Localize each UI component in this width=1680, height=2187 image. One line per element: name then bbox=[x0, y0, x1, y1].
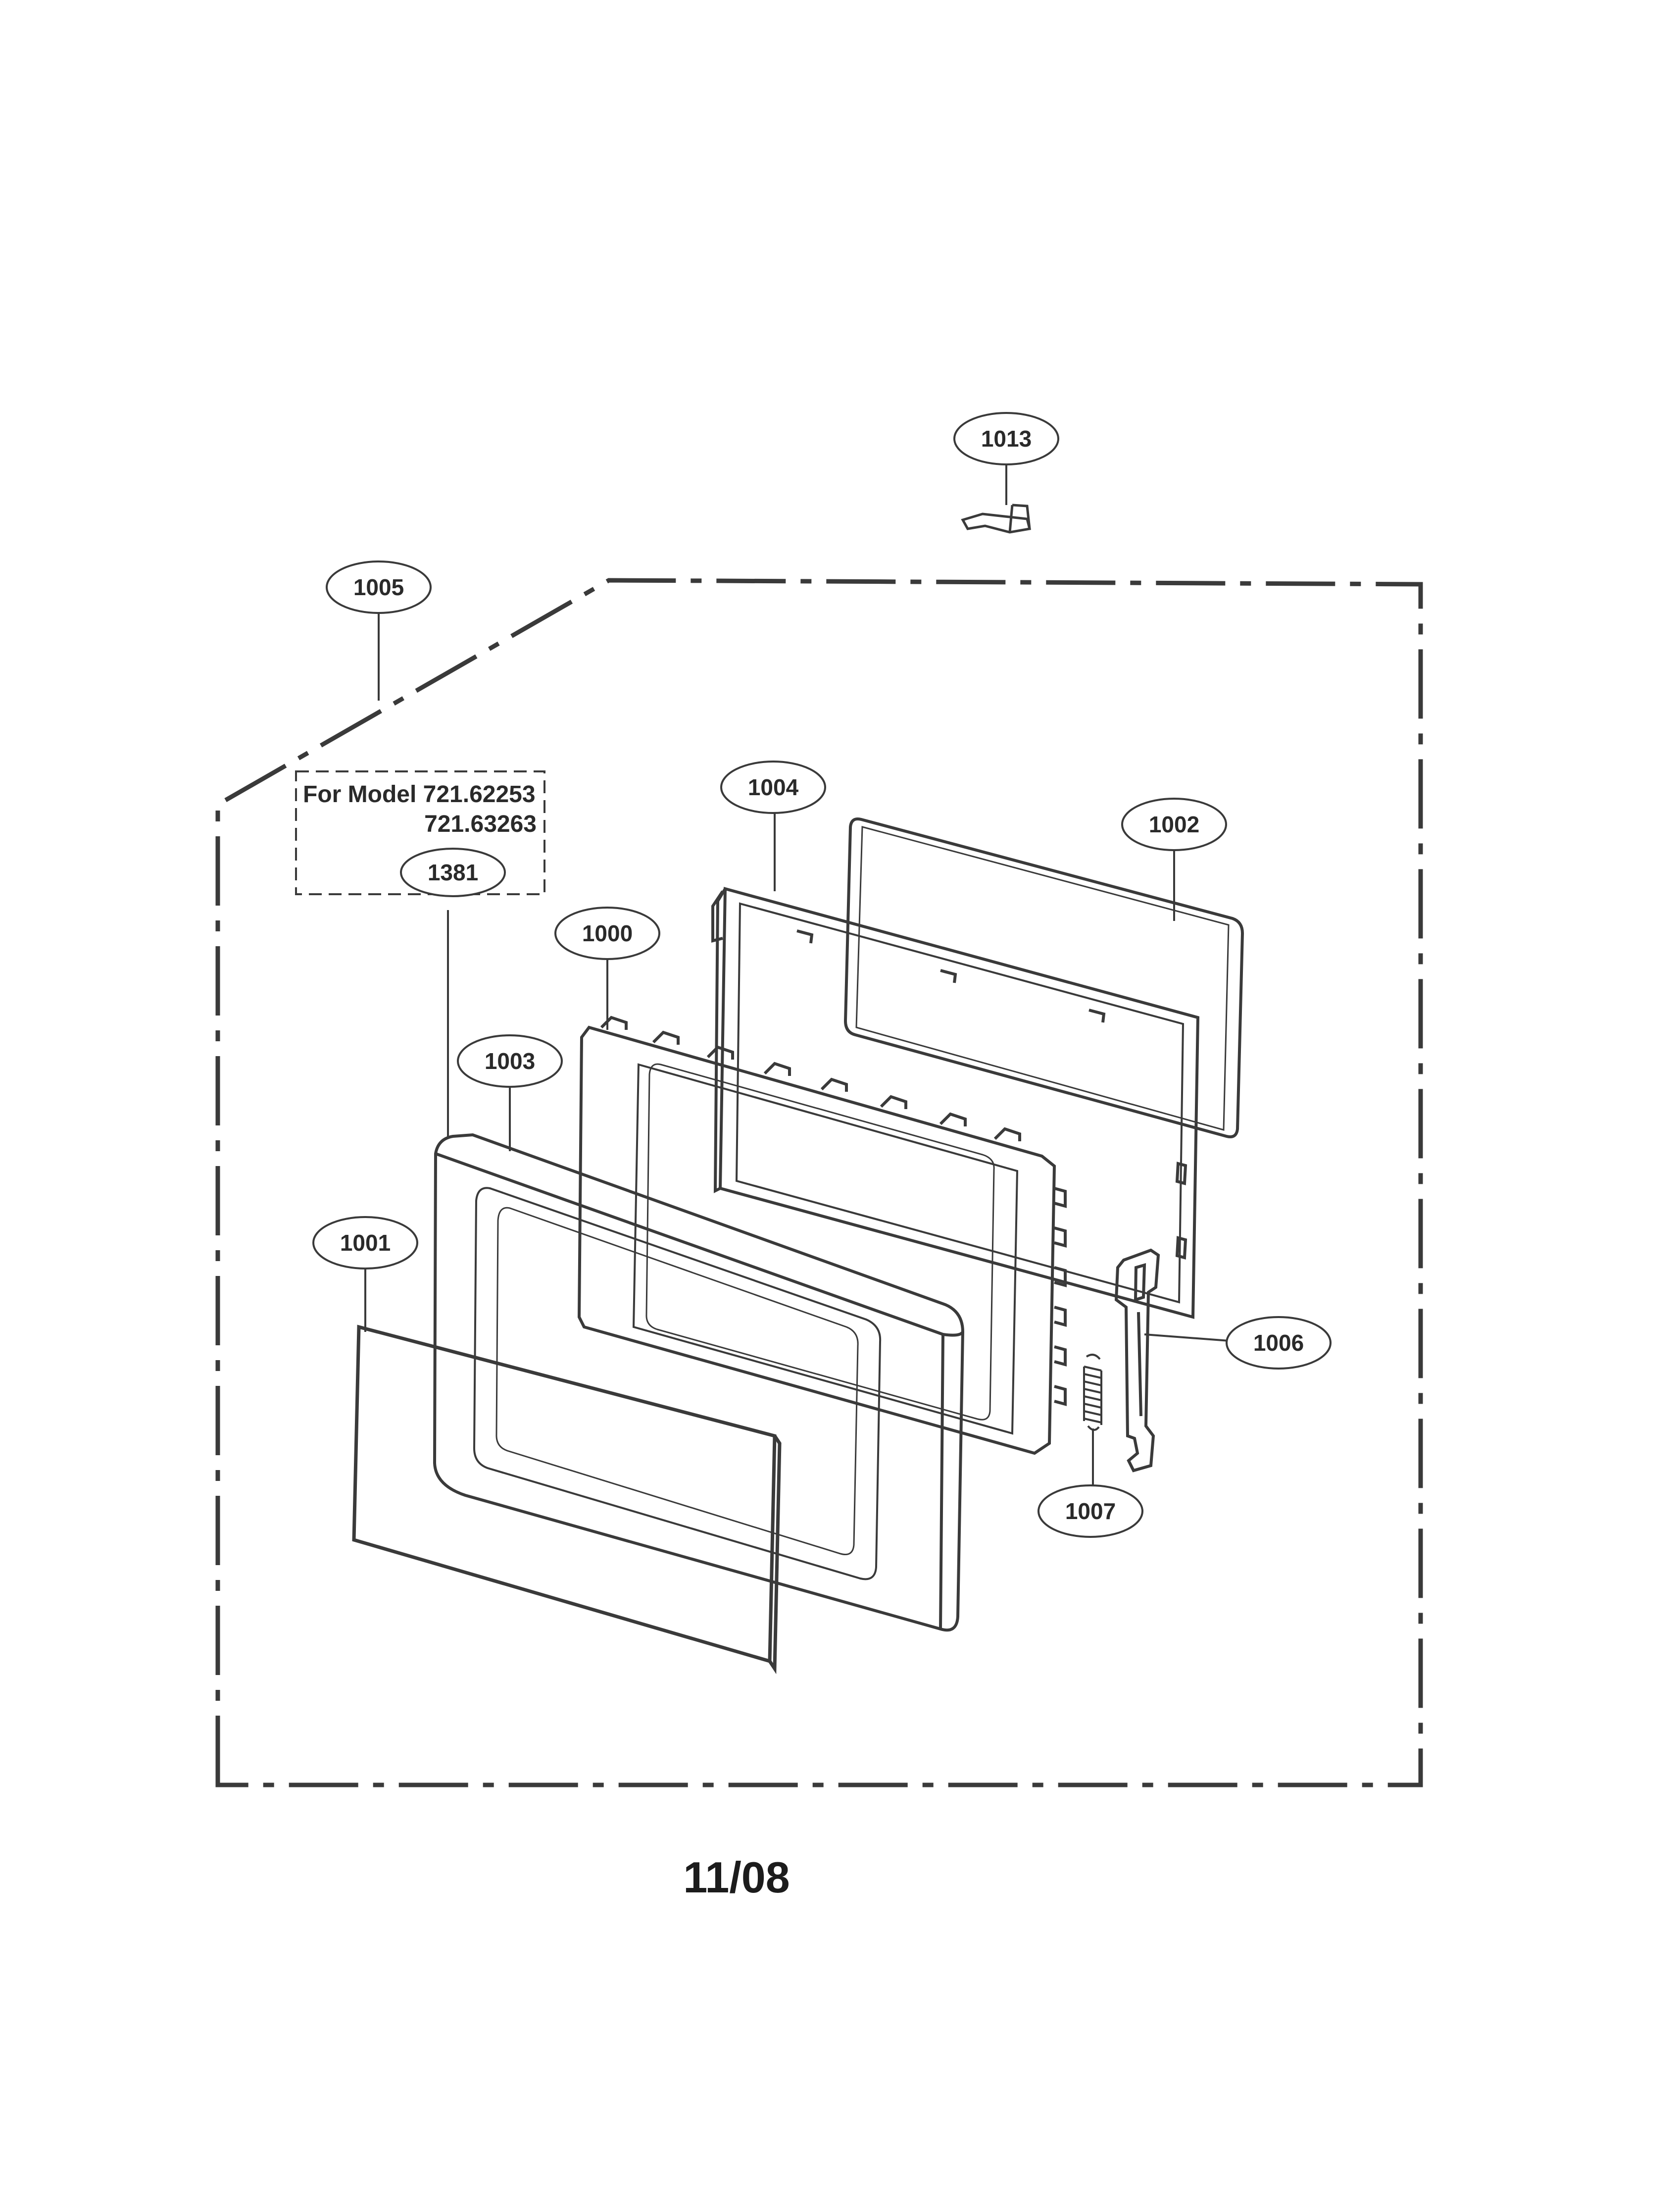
callout-1006: 1006 bbox=[1226, 1316, 1332, 1370]
callout-1002: 1002 bbox=[1121, 798, 1227, 851]
footer-date: 11/08 bbox=[683, 1853, 790, 1902]
model-note-line1: For Model 721.62253 bbox=[303, 781, 536, 808]
part-1002-seal-sheet bbox=[843, 817, 1244, 1138]
callout-1381: 1381 bbox=[400, 848, 506, 897]
model-note-box bbox=[295, 770, 545, 895]
callout-1000: 1000 bbox=[554, 907, 660, 960]
svg-text:1001: 1001 bbox=[340, 1230, 391, 1256]
callout-1003: 1003 bbox=[457, 1034, 563, 1088]
svg-text:1005: 1005 bbox=[353, 574, 404, 600]
part-1013-latch-clip bbox=[961, 504, 1032, 534]
svg-text:1007: 1007 bbox=[1065, 1498, 1116, 1524]
svg-text:1013: 1013 bbox=[981, 426, 1032, 452]
callout-1007: 1007 bbox=[1038, 1484, 1143, 1538]
part-1001-front-glass bbox=[352, 1324, 782, 1675]
callout-1004: 1004 bbox=[720, 761, 826, 814]
model-note-line2: 721.63263 bbox=[424, 811, 537, 837]
svg-text:1381: 1381 bbox=[428, 860, 478, 885]
part-1006-hook-lever bbox=[1114, 1248, 1160, 1473]
leader-lines bbox=[364, 464, 1243, 1490]
svg-text:1004: 1004 bbox=[748, 774, 799, 800]
svg-text:1003: 1003 bbox=[485, 1048, 535, 1074]
part-1000-door-frame bbox=[577, 1016, 1067, 1455]
part-1003-door-outer bbox=[433, 1133, 965, 1632]
svg-text:1002: 1002 bbox=[1149, 812, 1199, 837]
svg-text:1006: 1006 bbox=[1253, 1330, 1304, 1356]
callout-1005: 1005 bbox=[326, 560, 432, 614]
part-1004-choke-frame bbox=[711, 887, 1200, 1319]
callout-1013: 1013 bbox=[953, 412, 1059, 465]
assembly-boundary-1005 bbox=[215, 578, 1423, 1787]
callout-1001: 1001 bbox=[312, 1216, 418, 1270]
part-1007-spring bbox=[1083, 1354, 1102, 1431]
svg-text:1000: 1000 bbox=[582, 920, 633, 946]
